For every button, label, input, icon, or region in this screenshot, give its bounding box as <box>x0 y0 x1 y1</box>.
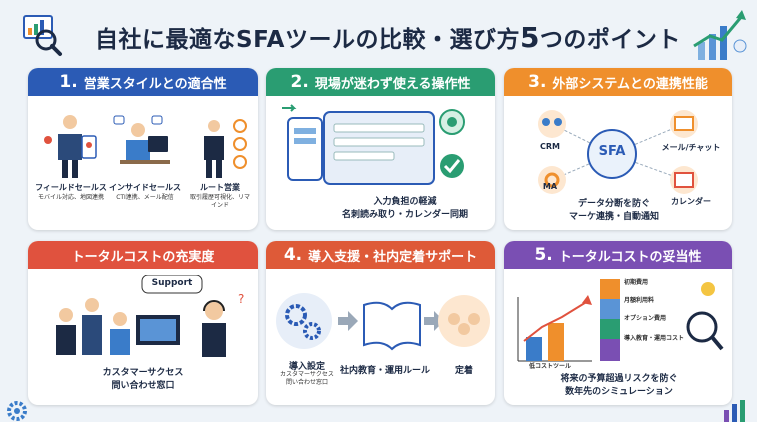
bar-decoration-icon <box>724 400 745 422</box>
card-header: 1. 営業スタイルとの適合性 <box>28 68 258 96</box>
card-integration: 3. 外部システムとの連携性能 SFA CRM メール/チャット MA カレンダ… <box>504 68 732 230</box>
node-crm: CRM <box>540 142 560 151</box>
step-training: 社内教育・運用ルール <box>340 366 431 376</box>
onboarding-flow-illustration <box>276 293 490 351</box>
card-number: 2. <box>290 72 309 92</box>
item-sub-field-sales: モバイル対応、地図連携 <box>37 194 104 201</box>
integration-caption-1: データ分断を防ぐ <box>577 199 650 209</box>
support-caption-1: カスタマーサクセス <box>102 368 184 378</box>
step-adoption: 定着 <box>454 366 473 376</box>
card-heading: 導入支援・社内定着サポート <box>308 249 478 265</box>
item-label-field-sales: フィールドセールス <box>35 183 107 192</box>
card-onboarding: 4. 導入支援・社内定着サポート 導入設定 カスタマーサクセス 問い合わせ窓口 … <box>266 241 495 405</box>
card-heading: トータルコストの充実度 <box>71 249 215 265</box>
usability-caption-2: 名刺読み取り・カレンダー同期 <box>341 210 468 220</box>
item-sub-route-sales: 取引履歴可視化、リマインド <box>189 194 250 209</box>
integration-caption-2: マーケ連携・自動通知 <box>568 212 659 222</box>
card-header: 4. 導入支援・社内定着サポート <box>266 241 495 269</box>
rising-chart-icon <box>693 10 747 60</box>
title-suffix: つのポイント <box>539 27 681 53</box>
card-header: 2. 現場が迷わず使える操作性 <box>266 68 495 96</box>
field-sales-person-icon <box>44 115 97 178</box>
card-heading: 営業スタイルとの適合性 <box>83 76 227 92</box>
item-label-route-sales: ルート営業 <box>200 183 240 192</box>
stack-monthly-fee: 月額利用料 <box>624 297 655 304</box>
card-number: 4. <box>283 245 303 265</box>
card-header: 5. トータルコストの妥当性 <box>504 241 732 269</box>
inside-sales-desk-icon <box>113 115 170 164</box>
item-label-inside-sales: インサイドセールス <box>109 183 181 192</box>
app-screen-illustration <box>282 104 465 185</box>
sfa-center-label: SFA <box>598 144 626 159</box>
card-header: 3. 外部システムとの連携性能 <box>504 68 732 96</box>
integration-diagram <box>538 110 698 194</box>
card-number: 1. <box>59 72 78 92</box>
cost-caption-2: 数年先のシミュレーション <box>565 387 673 397</box>
title-number: 5 <box>519 21 540 54</box>
node-mail-chat: メール/チャット <box>661 143 721 152</box>
card-support: トータルコストの充実度 ? Support カスタマーサクセス 問い合わせ窓口 <box>28 241 258 405</box>
card-total-cost: 5. トータルコストの妥当性 初期費用 月額利用料 オプション費用 導入教育・運… <box>504 241 732 405</box>
page-title: 自社に最適なSFAツールの比較・選び方5つのポイント <box>95 20 681 54</box>
card-number: 3. <box>528 72 547 92</box>
cost-caption-1: 将来の予算超過リスクを防ぐ <box>560 374 678 384</box>
magnifier-chart-icon <box>23 15 62 56</box>
item-sub-inside-sales: CTI連携、メール配信 <box>116 194 174 201</box>
cost-comparison-illustration <box>517 279 724 362</box>
card-heading: トータルコストの妥当性 <box>558 249 702 265</box>
card-usability: 2. 現場が迷わず使える操作性 入力負担の軽減 名刺読み取り・カレンダー同期 <box>266 68 495 230</box>
route-sales-person-icon <box>204 119 247 178</box>
step-setup-sub-1: カスタマーサクセス <box>280 371 334 378</box>
title-prefix: 自社に最適なSFAツールの比較・選び方 <box>95 27 520 53</box>
gear-icon <box>7 401 27 421</box>
stack-training-cost: 導入教育・運用コスト <box>624 335 685 342</box>
card-heading: 現場が迷わず使える操作性 <box>314 76 471 92</box>
step-setup: 導入設定 <box>288 362 325 372</box>
card-header: トータルコストの充実度 <box>28 241 258 269</box>
support-bubble: Support <box>151 278 193 288</box>
card-number: 5. <box>534 245 553 265</box>
stack-option-cost: オプション費用 <box>624 315 667 322</box>
usability-caption-1: 入力負担の軽減 <box>373 197 437 207</box>
low-cost-tool-label: 低コストツール <box>528 363 571 370</box>
node-calendar: カレンダー <box>671 197 711 206</box>
support-caption-2: 問い合わせ窓口 <box>111 381 175 391</box>
step-setup-sub-2: 問い合わせ窓口 <box>285 379 328 386</box>
svg-text:?: ? <box>238 292 244 306</box>
support-team-illustration: ? <box>56 275 244 357</box>
stack-initial-cost: 初期費用 <box>624 279 649 286</box>
card-sales-style: 1. 営業スタイルとの適合性 フィールドセールス モバイル対応、地図連携 インサ… <box>28 68 258 230</box>
node-ma: MA <box>542 182 558 191</box>
card-heading: 外部システムとの連携性能 <box>552 76 708 92</box>
